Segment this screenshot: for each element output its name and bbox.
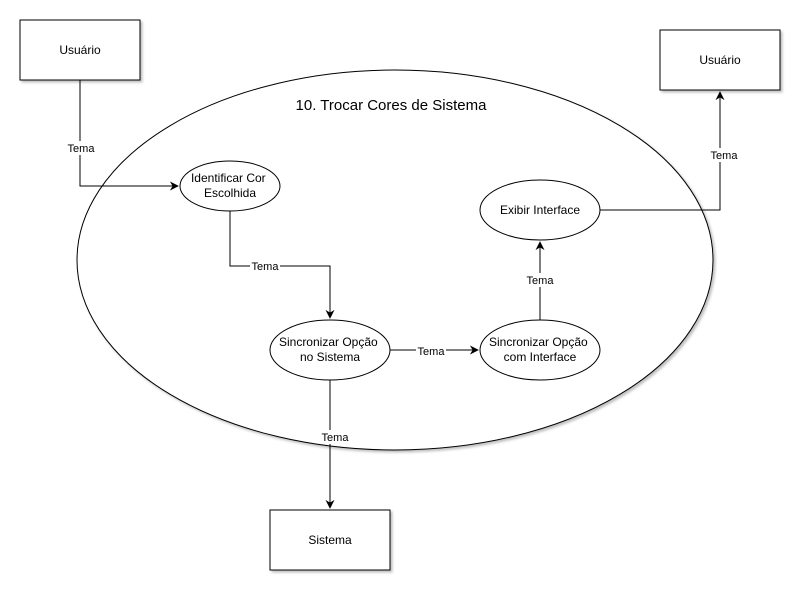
entity-usuario-left[interactable]: Usuário — [19, 19, 141, 81]
entity-usuario-left-label: Usuário — [59, 43, 101, 57]
process-sincronizar-interface[interactable]: Sincronizar Opção com Interface — [479, 319, 601, 381]
process-sincronizar-sistema[interactable]: Sincronizar Opção no Sistema — [269, 319, 391, 381]
svg-text:Tema: Tema — [322, 432, 350, 444]
process-sincronizar-interface-label: Sincronizar Opção com Interface — [489, 335, 591, 364]
edge-label-identificar-to-sincronizar: Tema — [250, 259, 280, 273]
entity-sistema-label: Sistema — [308, 533, 352, 547]
edge-label-interface-to-exibir: Tema — [525, 273, 555, 287]
process-exibir-interface-label: Exibir Interface — [500, 203, 580, 217]
svg-text:Tema: Tema — [68, 143, 96, 155]
svg-text:Tema: Tema — [711, 150, 739, 162]
edge-label-exibir-to-usuario: Tema — [709, 148, 739, 162]
process-exibir-interface[interactable]: Exibir Interface — [479, 179, 601, 241]
entity-usuario-right[interactable]: Usuário — [659, 29, 781, 91]
process-identificar-cor-label: Identificar Cor Escolhida — [191, 171, 269, 200]
edge-exibir-to-usuario[interactable] — [600, 91, 725, 211]
svg-text:Tema: Tema — [418, 346, 446, 358]
diagram-title: 10. Trocar Cores de Sistema — [296, 97, 488, 114]
entity-sistema[interactable]: Sistema — [269, 509, 391, 571]
process-identificar-cor[interactable]: Identificar Cor Escolhida — [179, 160, 281, 212]
edge-label-sincronizar-to-interface: Tema — [416, 344, 446, 358]
svg-text:Tema: Tema — [527, 275, 555, 287]
edge-label-user-to-identificar: Tema — [66, 141, 96, 155]
edge-label-sincronizar-to-sistema: Tema — [320, 430, 350, 444]
entity-usuario-right-label: Usuário — [699, 53, 741, 67]
svg-text:Tema: Tema — [252, 261, 280, 273]
process-sincronizar-sistema-label: Sincronizar Opção no Sistema — [279, 335, 381, 364]
system-boundary-ellipse — [76, 69, 714, 451]
edge-usuario-to-identificar[interactable] — [79, 80, 179, 191]
